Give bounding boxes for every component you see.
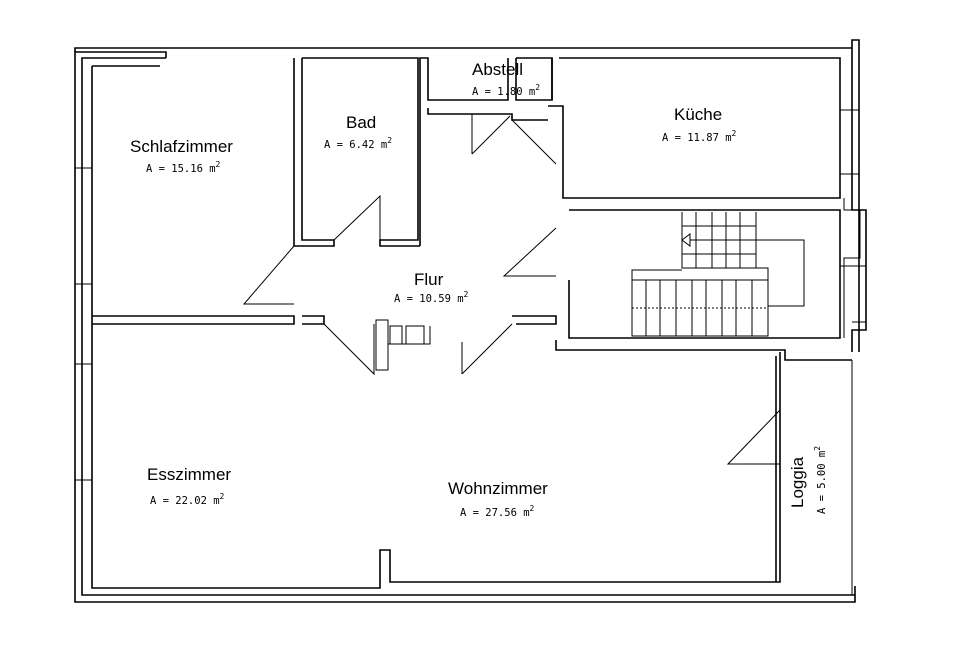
room-area: A = 15.16 m2 xyxy=(146,160,221,175)
room-name: Flur xyxy=(414,270,444,289)
room-name: Küche xyxy=(674,105,722,124)
room-area: A = 5.00 m2 xyxy=(813,446,828,514)
room-area: A = 10.59 m2 xyxy=(394,290,469,305)
interior-walls xyxy=(92,57,557,325)
room-area: A = 1.80 m2 xyxy=(472,83,540,98)
room-name: Bad xyxy=(346,113,376,132)
room-label-flur: Flur A = 10.59 m2 xyxy=(394,270,469,305)
room-label-wohnzimmer: Wohnzimmer A = 27.56 m2 xyxy=(448,479,548,519)
room-label-kueche: Küche A = 11.87 m2 xyxy=(662,105,737,144)
room-name: Schlafzimmer xyxy=(130,137,233,156)
room-name: Loggia xyxy=(788,456,807,508)
room-name: Abstell xyxy=(472,60,523,79)
room-label-loggia: Loggia A = 5.00 m2 xyxy=(788,446,828,514)
room-label-bad: Bad A = 6.42 m2 xyxy=(324,113,392,151)
room-name: Esszimmer xyxy=(147,465,231,484)
room-label-schlafzimmer: Schlafzimmer A = 15.16 m2 xyxy=(130,137,233,175)
room-area: A = 22.02 m2 xyxy=(150,492,225,507)
room-name: Wohnzimmer xyxy=(448,479,548,498)
room-label-abstell: Abstell A = 1.80 m2 xyxy=(472,60,540,98)
room-area: A = 11.87 m2 xyxy=(662,129,737,144)
outer-walls xyxy=(74,39,860,603)
stair-core xyxy=(548,48,867,361)
room-area: A = 6.42 m2 xyxy=(324,136,392,151)
room-label-esszimmer: Esszimmer A = 22.02 m2 xyxy=(147,465,231,507)
loggia-walls xyxy=(775,356,853,595)
room-area: A = 27.56 m2 xyxy=(460,504,535,519)
shaft xyxy=(375,319,431,371)
window-markers xyxy=(75,109,866,481)
door-swings xyxy=(242,114,781,465)
